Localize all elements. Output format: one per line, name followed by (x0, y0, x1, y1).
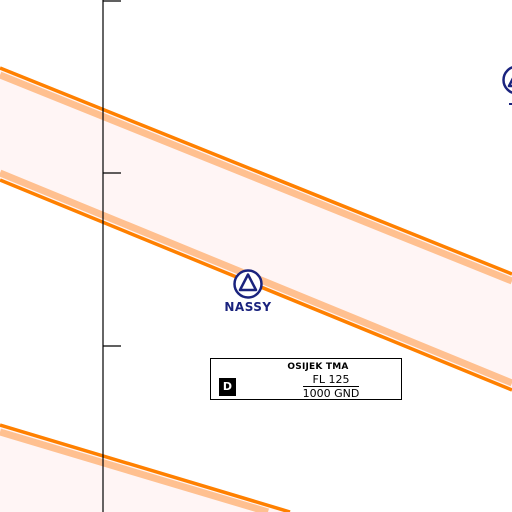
waypoint-label: NASSY (224, 300, 271, 314)
reporting-point-triangle (238, 273, 258, 292)
airspace-lower-limit: 1000 GND (302, 387, 360, 400)
corridor-fill (0, 70, 512, 390)
airspace-label-box[interactable]: D OSIJEK TMA FL 125 1000 GND (210, 358, 402, 400)
airway-corridor-upper (0, 66, 512, 392)
airspace-name: OSIJEK TMA (287, 362, 349, 372)
airspace-upper-limit: FL 125 (303, 374, 359, 387)
reference-meridian (102, 0, 121, 512)
waypoint-nassy[interactable]: NASSY (224, 269, 271, 315)
airway-corridor-lower (0, 423, 291, 512)
corridor-edge-top (0, 66, 512, 276)
waypoint-edge[interactable] (502, 66, 512, 105)
corridor-edge-halo (0, 428, 270, 512)
airspace-class-badge: D (219, 378, 236, 396)
corridor-edge-halo-top (0, 71, 512, 285)
corridor-edge (0, 423, 291, 512)
